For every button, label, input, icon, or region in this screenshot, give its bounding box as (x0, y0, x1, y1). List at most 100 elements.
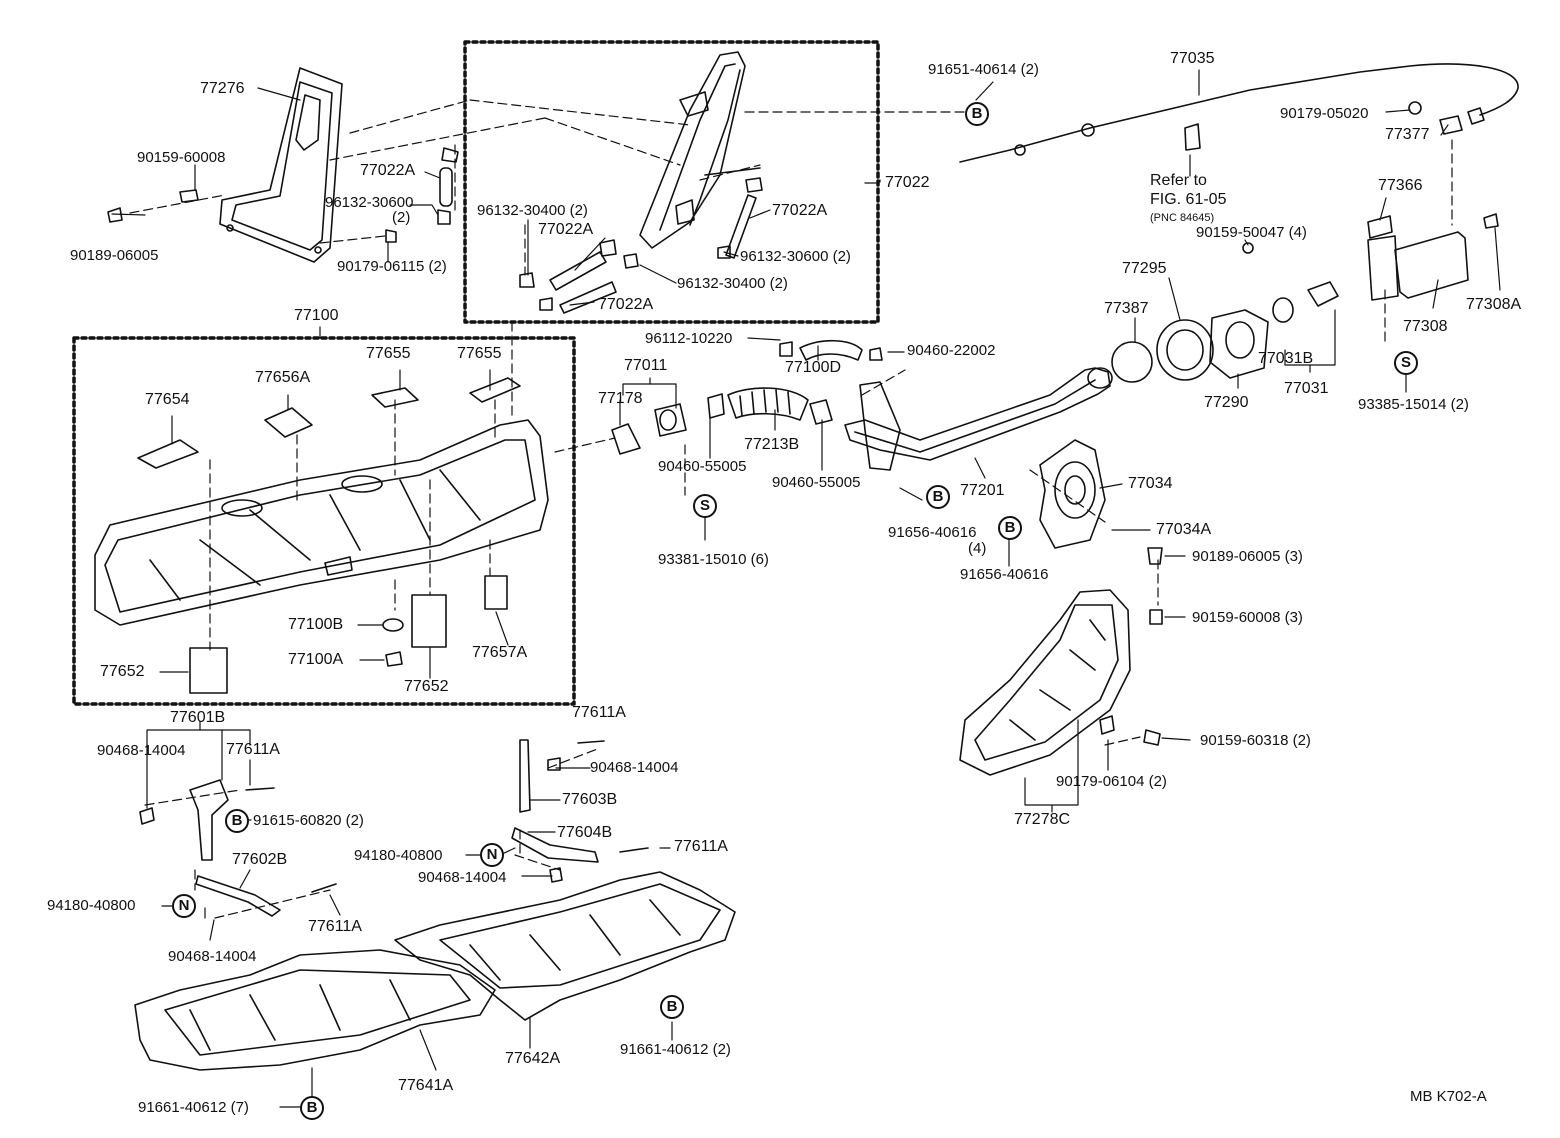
label-94180-40800-a: 94180-40800 (47, 897, 136, 914)
pad-77654 (138, 440, 198, 468)
gasket-77034 (1040, 440, 1105, 548)
label-93381-15010: 93381-15010 (6) (658, 551, 769, 568)
label-77276: 77276 (200, 80, 245, 97)
bolt-symbol: B (965, 102, 989, 126)
label-77022A-2: 77022A (538, 221, 594, 238)
pad-77655-b (470, 378, 520, 402)
label-77308A: 77308A (1466, 296, 1522, 313)
label-77656A: 77656A (255, 369, 311, 386)
refer-to-line3: (PNC 84645) (1150, 212, 1215, 224)
stud-symbol: S (1394, 351, 1418, 375)
label-77295: 77295 (1122, 260, 1167, 277)
label-77100D: 77100D (785, 359, 842, 376)
label-77652-b: 77652 (404, 678, 449, 695)
label-77290: 77290 (1204, 394, 1249, 411)
label-77387: 77387 (1104, 300, 1149, 317)
strap-77602B (196, 876, 280, 916)
pad-77655-a (372, 388, 418, 407)
label-77034: 77034 (1128, 475, 1173, 492)
label-96132-30600-b: 96132-30600 (2) (740, 248, 851, 265)
label-77655-a: 77655 (366, 345, 411, 362)
o-ring-77387 (1112, 342, 1152, 382)
label-77308: 77308 (1403, 318, 1448, 335)
label-90460-55005-a: 90460-55005 (658, 458, 747, 475)
hose-77213B (728, 388, 808, 420)
housing-77290 (1210, 310, 1268, 378)
filler-pipe-77022 (640, 52, 745, 248)
refer-to-line2: FIG. 61-05 (1150, 191, 1227, 208)
filler-neck-77201 (845, 368, 1110, 460)
label-90468-14004-c: 90468-14004 (590, 759, 679, 776)
pad-77656A (265, 408, 312, 437)
label-91661-40612-a: 91661-40612 (2) (620, 1041, 731, 1058)
label-77657A: 77657A (472, 644, 528, 661)
label-90468-14004-d: 90468-14004 (418, 869, 507, 886)
label-96132-30400-a: 96132-30400 (2) (477, 202, 588, 219)
label-77366: 77366 (1378, 177, 1423, 194)
label-77652-a: 77652 (100, 663, 145, 680)
cover-77642A (395, 872, 735, 1020)
fuel-tank-77100 (95, 420, 548, 625)
label-93385-15014: 93385-15014 (2) (1358, 396, 1469, 413)
label-90460-55005-b: 90460-55005 (772, 474, 861, 491)
label-96132-30600-a: 96132-30600 (325, 194, 414, 211)
label-77655-b: 77655 (457, 345, 502, 362)
label-91656-40616-a-qty: (4) (968, 540, 987, 557)
bracket-77601B (190, 780, 228, 860)
label-96132-30600-a-qty: (2) (392, 209, 411, 226)
bolt-symbol-2: B (926, 485, 950, 509)
label-77611A-c: 77611A (572, 704, 626, 721)
bolt-symbol-6: B (300, 1096, 324, 1120)
fuel-lid-77308 (1395, 232, 1468, 298)
label-90460-22002: 90460-22002 (907, 342, 996, 359)
label-94180-40800-b: 94180-40800 (354, 847, 443, 864)
label-77641A: 77641A (398, 1077, 454, 1094)
label-91615-60820: 91615-60820 (2) (253, 812, 364, 829)
label-90159-50047: 90159-50047 (4) (1196, 224, 1307, 241)
bolt-symbol-5: B (660, 995, 684, 1019)
label-77213B: 77213B (744, 436, 800, 453)
strap-77603B (520, 740, 530, 812)
label-77022A-1: 77022A (360, 162, 416, 179)
cover-77641A (135, 950, 495, 1070)
label-77642A: 77642A (505, 1050, 561, 1067)
label-96112-10220: 96112-10220 (645, 330, 733, 347)
pad-77652-a (190, 648, 227, 693)
label-77611A-d: 77611A (674, 838, 728, 855)
label-77034A: 77034A (1156, 521, 1212, 538)
label-77022: 77022 (885, 174, 930, 191)
label-77603B: 77603B (562, 791, 618, 808)
nut-symbol: N (172, 894, 196, 918)
label-77100A: 77100A (288, 651, 344, 668)
label-77035: 77035 (1170, 50, 1215, 67)
fuel-tank-assembly-box (74, 338, 574, 704)
label-77022A-3: 77022A (772, 202, 828, 219)
bolt-symbol-4: B (225, 809, 249, 833)
label-90159-60318: 90159-60318 (2) (1200, 732, 1311, 749)
figure-code: MB K702-A (1410, 1088, 1487, 1105)
label-77604B: 77604B (557, 824, 613, 841)
label-77031B: 77031B (1258, 350, 1314, 367)
label-77654: 77654 (145, 391, 190, 408)
cable-77035 (960, 64, 1518, 162)
label-91656-40616-b: 91656-40616 (960, 566, 1049, 583)
heat-insulator-77276 (220, 68, 342, 262)
label-77011: 77011 (624, 357, 668, 374)
bolt-symbol-3: B (998, 516, 1022, 540)
label-90159-60008: 90159-60008 (137, 149, 226, 166)
label-77031: 77031 (1284, 380, 1329, 397)
label-90189-06005-3: 90189-06005 (3) (1192, 548, 1303, 565)
label-77602B: 77602B (232, 851, 288, 868)
label-90189-06005: 90189-06005 (70, 247, 159, 264)
label-91656-40616-a: 91656-40616 (888, 524, 977, 541)
refer-to-line1: Refer to (1150, 172, 1207, 189)
label-90468-14004-a: 90468-14004 (97, 742, 186, 759)
label-96132-30400-b: 96132-30400 (2) (677, 275, 788, 292)
label-90179-06115: 90179-06115 (2) (337, 258, 447, 275)
label-90179-06104: 90179-06104 (2) (1056, 773, 1167, 790)
label-77178: 77178 (598, 390, 643, 407)
strap-77604B (512, 828, 598, 862)
pad-77652-b (412, 595, 446, 647)
label-77611A-a: 77611A (226, 741, 280, 758)
